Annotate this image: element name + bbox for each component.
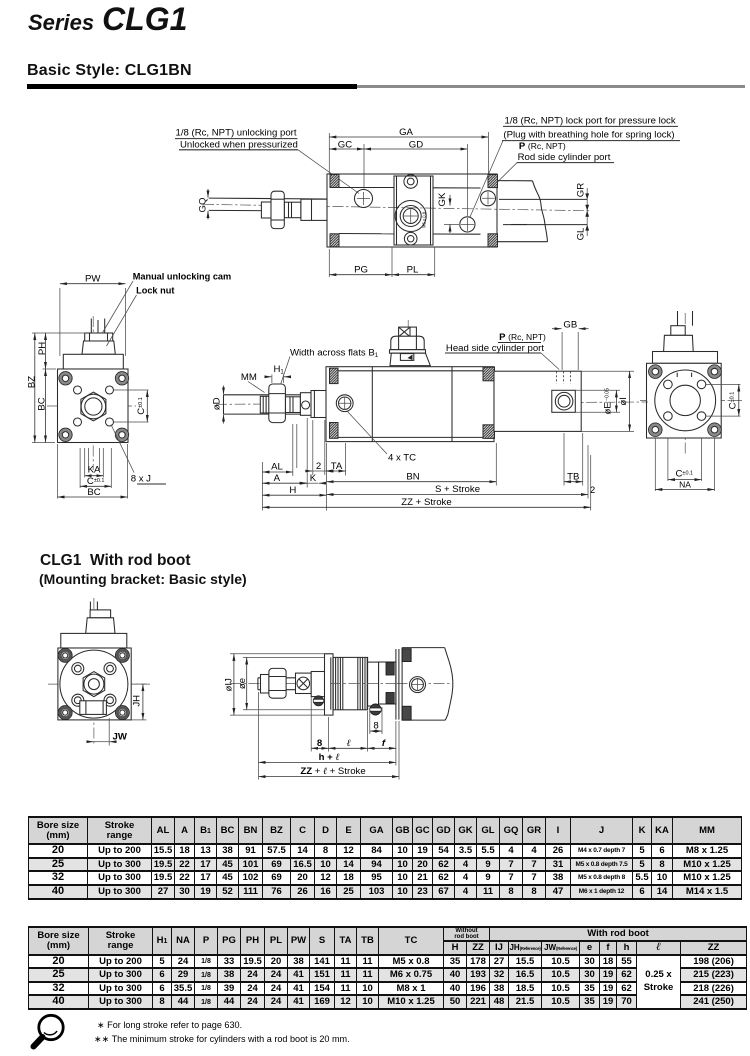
svg-text:PL: PL (407, 264, 419, 275)
svg-text:øe: øe (237, 678, 248, 689)
svg-text:Head side cylinder port: Head side cylinder port (446, 343, 544, 354)
svg-text:2: 2 (316, 461, 321, 472)
svg-text:KA: KA (88, 465, 101, 476)
svg-text:Manual unlocking cam: Manual unlocking cam (133, 272, 232, 282)
svg-text:A: A (274, 473, 281, 484)
svg-text:GD: GD (409, 139, 423, 150)
svg-text:PW: PW (85, 273, 101, 284)
svg-text:Unlocked when pressurized: Unlocked when pressurized (180, 140, 298, 151)
svg-text:øIJ: øIJ (224, 678, 235, 692)
svg-text:h + ℓ: h + ℓ (319, 752, 340, 763)
svg-text:C±0.1: C±0.1 (675, 469, 693, 480)
svg-text:PH: PH (37, 342, 48, 355)
svg-text:4 x TC: 4 x TC (388, 453, 416, 464)
svg-text:S + Stroke: S + Stroke (435, 484, 480, 495)
svg-text:C±0.1: C±0.1 (136, 397, 147, 415)
svg-text:H: H (289, 485, 296, 496)
svg-text:GA: GA (399, 127, 413, 138)
svg-text:BC: BC (87, 487, 100, 498)
svg-text:GR: GR (576, 183, 587, 197)
svg-text:Lock nut: Lock nut (136, 286, 174, 296)
svg-text:GL: GL (576, 227, 587, 240)
svg-text:GK: GK (437, 192, 448, 206)
svg-text:(Plug with breathing hole for: (Plug with breathing hole for spring loc… (503, 129, 674, 140)
svg-text:PG: PG (354, 264, 368, 275)
svg-text:ℓ: ℓ (347, 738, 351, 749)
svg-text:øE −0.05: øE −0.05 (603, 388, 614, 415)
svg-text:1/8 (Rc, NPT) lock port for pr: 1/8 (Rc, NPT) lock port for pressure loc… (505, 115, 676, 126)
svg-text:P (Rc, NPT): P (Rc, NPT) (519, 141, 566, 152)
svg-text:AL: AL (271, 462, 283, 473)
svg-text:M5 x 0.8: M5 x 0.8 (422, 211, 427, 228)
svg-text:Rod side cylinder port: Rod side cylinder port (518, 152, 611, 163)
svg-text:ZZ + ℓ + Stroke: ZZ + ℓ + Stroke (300, 766, 365, 777)
svg-text:H1: H1 (273, 364, 284, 376)
svg-text:K: K (310, 473, 317, 484)
svg-text:JW: JW (113, 732, 128, 743)
svg-text:P (Rc, NPT): P (Rc, NPT) (499, 332, 546, 343)
svg-text:GB: GB (563, 319, 577, 330)
svg-text:TA: TA (331, 461, 343, 472)
svg-text:BZ: BZ (27, 376, 38, 388)
svg-text:BC: BC (36, 397, 47, 410)
svg-text:8 x J: 8 x J (131, 473, 151, 484)
svg-text:8: 8 (317, 738, 323, 749)
svg-text:8: 8 (373, 721, 378, 732)
svg-text:øI: øI (618, 397, 629, 406)
svg-text:Width across flats B1: Width across flats B1 (290, 347, 379, 359)
svg-text:C±0.1: C±0.1 (87, 476, 105, 487)
svg-text:JH: JH (132, 695, 143, 707)
svg-text:1/8 (Rc, NPT) unlocking port: 1/8 (Rc, NPT) unlocking port (176, 128, 297, 139)
svg-text:ZZ + Stroke: ZZ + Stroke (401, 497, 451, 508)
svg-text:TB: TB (567, 471, 579, 482)
svg-text:f: f (382, 738, 386, 749)
svg-text:GQ: GQ (198, 198, 209, 213)
svg-text:2: 2 (590, 485, 595, 496)
svg-text:NA: NA (679, 480, 691, 490)
svg-text:øD: øD (211, 397, 222, 410)
svg-text:C±0.1: C±0.1 (728, 392, 739, 410)
svg-text:MM: MM (241, 372, 257, 383)
svg-text:GC: GC (338, 139, 352, 150)
svg-text:BN: BN (406, 471, 419, 482)
